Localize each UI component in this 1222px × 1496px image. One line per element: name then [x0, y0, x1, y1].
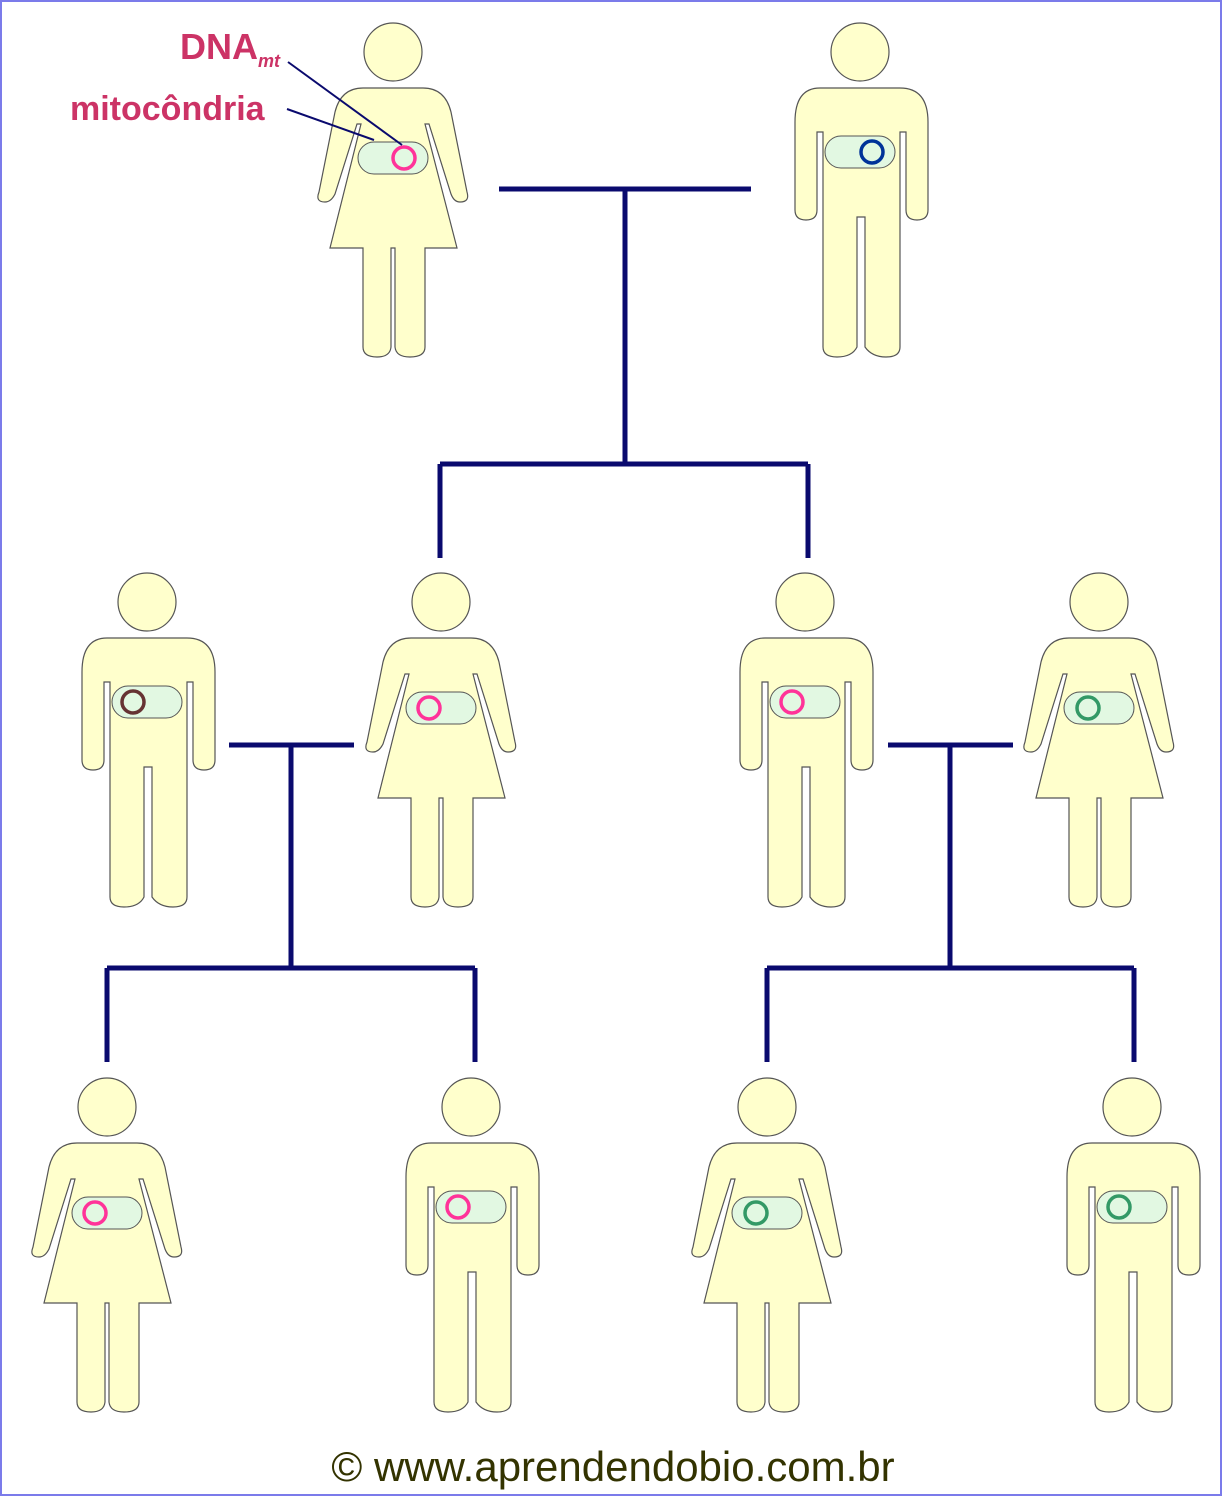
mtdna-ring-icon [779, 689, 805, 715]
person-male-gen2-3 [739, 572, 874, 908]
mtdna-ring-icon [120, 689, 146, 715]
mitochondrion-icon [111, 685, 183, 719]
head-icon [117, 572, 177, 632]
head-icon [363, 22, 423, 82]
head-icon [830, 22, 890, 82]
male-body-icon [794, 87, 929, 358]
people [31, 22, 1201, 1413]
couple-line-gen1 [437, 186, 811, 558]
head-icon [411, 572, 471, 632]
mitochondrion-icon [1096, 1190, 1168, 1224]
head-icon [441, 1077, 501, 1137]
person-male-gen2-1 [81, 572, 216, 908]
mtdna-ring-icon [391, 145, 417, 171]
mtdna-ring-icon [1075, 695, 1101, 721]
mitochondrion-icon [435, 1190, 507, 1224]
dna-pointer-line [287, 61, 403, 146]
person-male-gen1-2 [794, 22, 929, 358]
male-body-icon [81, 637, 216, 908]
couple-line-right-gen2 [764, 742, 1137, 1062]
person-female-gen1-1 [317, 22, 469, 358]
person-female-gen2-4 [1023, 572, 1175, 908]
male-body-icon [739, 637, 874, 908]
person-female-gen3-3 [691, 1077, 843, 1413]
mtdna-ring-icon [416, 695, 442, 721]
person-female-gen2-2 [365, 572, 517, 908]
couple-line-left-gen2 [104, 742, 478, 1062]
male-body-icon [405, 1142, 540, 1413]
female-body-icon [691, 1142, 843, 1413]
annotation-labels: DNAmt mitocôndria [70, 26, 403, 146]
person-male-gen3-4 [1066, 1077, 1201, 1413]
head-icon [775, 572, 835, 632]
mtdna-ring-icon [82, 1200, 108, 1226]
mtdna-ring-icon [1106, 1194, 1132, 1220]
mtdna-ring-icon [859, 139, 885, 165]
head-icon [77, 1077, 137, 1137]
female-body-icon [365, 637, 517, 908]
person-female-gen3-1 [31, 1077, 183, 1413]
mtdna-ring-icon [445, 1194, 471, 1220]
female-body-icon [1023, 637, 1175, 908]
mitochondrion-icon [769, 685, 841, 719]
mtdna-ring-icon [743, 1200, 769, 1226]
female-body-icon [317, 87, 469, 358]
head-icon [1069, 572, 1129, 632]
head-icon [1102, 1077, 1162, 1137]
dna-label: DNAmt [180, 26, 281, 71]
mitochondria-pointer-line [286, 108, 375, 141]
person-male-gen3-2 [405, 1077, 540, 1413]
male-body-icon [1066, 1142, 1201, 1413]
footer-copyright: © www.aprendendobio.com.br [331, 1443, 894, 1490]
female-body-icon [31, 1142, 183, 1413]
pedigree-lines [104, 186, 1137, 1062]
mitochondria-label: mitocôndria [70, 90, 266, 128]
head-icon [737, 1077, 797, 1137]
